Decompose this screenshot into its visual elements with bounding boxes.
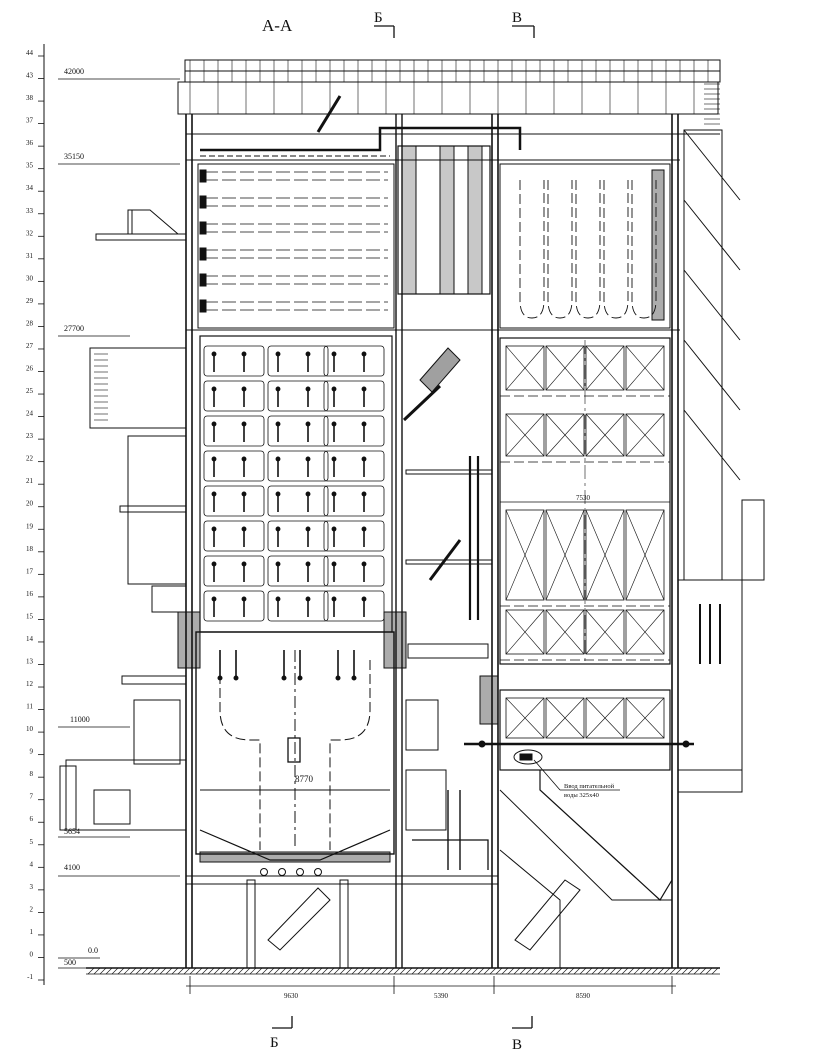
scale-tick-label: 10 [26,725,34,733]
scale-ticks: 4443383736353433323130292827262524232221… [26,49,44,981]
cut-mark-v-top-label: В [512,10,522,26]
furnace-width-label: 8770 [295,774,314,784]
elevation-42000: 42000 [64,67,84,76]
elevation-500: 500 [64,958,76,967]
elevation-11000: 11000 [70,715,90,724]
scale-tick-label: 0 [30,950,34,958]
dimension-7530: 7530 [576,494,591,502]
scale-tick-label: 24 [26,410,34,418]
scale-tick-label: 33 [26,207,34,215]
scale-tick-label: 31 [26,252,34,260]
bottom-dimensions: 9630 5390 8590 [186,976,676,1000]
scale-tick-label: 14 [26,635,34,643]
roof-superheater [197,95,671,329]
scale-tick-label: 1 [30,928,34,936]
scale-tick-label: 23 [26,432,34,440]
furnace-screens [199,335,393,633]
elevation-35150: 35150 [64,152,84,161]
scale-tick-label: 32 [26,229,34,237]
scale-tick-label: 28 [26,319,34,327]
cut-mark-b-top-label: Б [374,10,383,26]
scale-tick-label: 13 [26,657,34,665]
scale-tick-label: 8 [30,770,34,778]
scale-tick-label: 7 [30,793,34,801]
scale-tick-label: 4 [30,860,34,868]
scale-tick-label: 34 [26,184,34,192]
scale-tick-label: 30 [26,274,34,282]
scale-tick-label: 21 [26,477,34,485]
height-scale: 4443383736353433323130292827262524232221… [26,44,45,985]
elevation-5654: 5654 [64,827,80,836]
scale-tick-label: 5 [30,838,34,846]
scale-tick-label: 26 [26,365,34,373]
scale-tick-label: 35 [26,162,34,170]
elevation-4100: 4100 [64,863,80,872]
elevation-27700: 27700 [64,324,84,333]
middle-ducts [402,347,499,870]
cut-mark-b-bottom: Б [270,1016,293,1051]
callout-line-1: Ввод питательной [564,783,615,790]
elevation-markers: 42000 35150 27700 11000 5654 4100 0.0 50… [58,67,180,969]
scale-tick-label: 20 [26,500,34,508]
convective-width-dimension: 7530 [500,494,670,503]
lower-furnace: 8770 [177,611,407,876]
feed-water-callout: Ввод питательной воды 325х40 [533,759,620,799]
dimension-9630: 9630 [284,992,299,1000]
cut-mark-v-bottom: В [512,1016,533,1053]
scale-tick-label: 15 [26,612,34,620]
scale-tick-label: 38 [26,94,34,102]
scale-tick-label: 16 [26,590,34,598]
cut-mark-v-bottom-label: В [512,1037,522,1053]
cut-mark-v-top: В [512,10,535,38]
cut-mark-b-bottom-label: Б [270,1035,279,1051]
left-side-platforms [59,209,187,831]
scale-tick-label: 12 [26,680,34,688]
elevation-zero: 0.0 [88,946,98,955]
scale-tick-label: 2 [30,905,34,913]
scale-tick-label: 18 [26,545,34,553]
scale-tick-label: 37 [26,117,34,125]
scale-tick-label: 3 [30,883,34,891]
scale-tick-label: 43 [26,72,34,80]
scale-tick-label: 19 [26,522,34,530]
scale-tick-label: 11 [26,703,33,711]
cut-mark-b-top: Б [374,10,395,38]
scale-tick-label: 22 [26,455,34,463]
scale-tick-label: 36 [26,139,34,147]
scale-tick-label: 25 [26,387,34,395]
dimension-5390: 5390 [434,992,449,1000]
dimension-8590: 8590 [576,992,591,1000]
scale-tick-label: -1 [27,973,33,981]
scale-tick-label: 17 [26,567,34,575]
right-side-structure [677,83,765,793]
convective-pass [267,337,694,968]
section-label: А-А [262,16,293,35]
scale-tick-label: 29 [26,297,34,305]
scale-tick-label: 27 [26,342,34,350]
scale-tick-label: 44 [26,49,34,57]
scale-tick-label: 9 [30,748,34,756]
callout-line-2: воды 325х40 [564,792,599,799]
ground-line [86,967,720,975]
scale-tick-label: 6 [30,815,34,823]
